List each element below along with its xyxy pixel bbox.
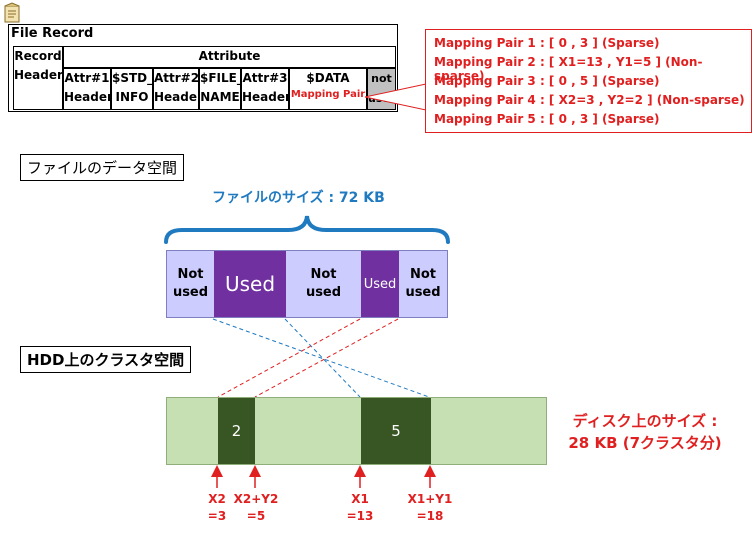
attr1-header-cell: Attr#1 Header <box>63 68 113 110</box>
file-name-cell: $FILE_ NAME <box>199 68 243 110</box>
marker-x1-y1-l2: =18 <box>416 509 444 523</box>
marker-x2-y2-l1: X2+Y2 <box>233 492 279 506</box>
disk-size-line2: 28 KB (7クラスタ分) <box>568 434 722 452</box>
marker-x1-l1: X1 <box>351 492 369 506</box>
seg4-text: Used <box>363 276 397 292</box>
hdd-space-label: HDD上のクラスタ空間 <box>20 346 192 373</box>
attr3-header-cell: Attr#3 Header <box>241 68 291 110</box>
file-record-title: File Record <box>11 26 94 41</box>
file-segment-used-2: Used <box>361 251 399 317</box>
file-size-brace <box>164 215 450 244</box>
file-segment-not-used-1: Not used <box>167 251 214 317</box>
hdd-free-3 <box>431 398 546 464</box>
std-info-l2: INFO <box>115 90 149 104</box>
marker-x1-l2: =13 <box>346 509 374 523</box>
std-info-l1: $STD_ <box>112 71 154 85</box>
hdd-cluster-run-1-count: 2 <box>231 422 242 440</box>
record-header-l1: Record <box>14 49 62 63</box>
data-attribute-cell: $DATA Mapping Pair <box>289 68 367 110</box>
hdd-cluster-run-2: 5 <box>361 398 431 464</box>
file-segment-not-used-2: Not used <box>286 251 361 317</box>
attr1-l1: Attr#1 <box>64 71 110 85</box>
marker-x2-l2: =3 <box>207 509 227 523</box>
blue-dashed-line-left <box>212 318 430 398</box>
marker-x2: X2 =3 <box>200 491 234 525</box>
mapping-pair-5: Mapping Pair 5 : [ 0 , 3 ] (Sparse) <box>434 112 660 126</box>
marker-x2-l1: X2 <box>208 492 226 506</box>
mapping-pair-1: Mapping Pair 1 : [ 0 , 3 ] (Sparse) <box>434 36 660 50</box>
attr1-l2: Header <box>64 90 113 104</box>
attr2-l2: Header <box>154 90 203 104</box>
mapping-pair-label: Mapping Pair <box>290 89 366 100</box>
file-name-l1: $FILE_ <box>200 71 243 85</box>
attribute-header-cell: Attribute <box>63 46 396 68</box>
hdd-free-1 <box>167 398 218 464</box>
attribute-label: Attribute <box>198 49 261 63</box>
hdd-cluster-run-1: 2 <box>218 398 255 464</box>
mapping-pair-3: Mapping Pair 3 : [ 0 , 5 ] (Sparse) <box>434 74 660 88</box>
seg3-l2: used <box>305 285 342 300</box>
mapping-pair-2: Mapping Pair 2 : [ X1=13 , Y1=5 ] (Non-s… <box>434 55 703 83</box>
attr3-l1: Attr#3 <box>242 71 288 85</box>
file-segment-not-used-3: Not used <box>399 251 447 317</box>
attr2-header-cell: Attr#2 Header <box>153 68 203 110</box>
marker-x1-y1: X1+Y1 =18 <box>405 491 455 525</box>
marker-x1-y1-l1: X1+Y1 <box>407 492 453 506</box>
seg5-l2: used <box>405 285 441 300</box>
attr2-l1: Attr#2 <box>154 71 200 85</box>
seg3-l1: Not <box>310 267 337 282</box>
seg1-l1: Not <box>177 267 204 282</box>
marker-x1: X1 =13 <box>342 491 378 525</box>
file-segments-bar: Not used Used Not used Used Not used <box>166 250 448 318</box>
disk-size-label: ディスク上のサイズ : 28 KB (7クラスタ分) <box>555 410 735 454</box>
hdd-cluster-run-2-count: 5 <box>391 422 401 440</box>
file-name-l2: NAME <box>200 90 240 104</box>
marker-x2-y2-l2: =5 <box>246 509 266 523</box>
red-dashed-line-left <box>217 318 361 398</box>
marker-x2-y2: X2+Y2 =5 <box>231 491 281 525</box>
attr3-l2: Header <box>242 90 291 104</box>
file-size-label: ファイルのサイズ : 72 KB <box>212 190 385 206</box>
file-segment-used-1: Used <box>214 251 286 317</box>
seg5-l1: Not <box>409 267 437 282</box>
red-dashed-line-right <box>254 318 399 398</box>
std-info-cell: $STD_ INFO <box>111 68 153 110</box>
hdd-free-2 <box>255 398 361 464</box>
mapping-pair-4: Mapping Pair 4 : [ X2=3 , Y2=2 ] (Non-sp… <box>434 93 745 107</box>
notepad-icon <box>4 2 20 23</box>
seg1-l2: used <box>172 285 209 300</box>
seg2-text: Used <box>224 272 276 296</box>
record-header-cell: Record Header <box>13 46 63 110</box>
hdd-cluster-bar: 2 5 <box>166 397 547 465</box>
record-header-l2: Header <box>14 68 63 82</box>
data-attr-label: $DATA <box>306 71 350 85</box>
disk-size-line1: ディスク上のサイズ : <box>572 412 718 430</box>
mapping-pairs-callout: Mapping Pair 1 : [ 0 , 3 ] (Sparse) Mapp… <box>425 29 752 133</box>
file-data-space-label: ファイルのデータ空間 <box>20 154 185 181</box>
